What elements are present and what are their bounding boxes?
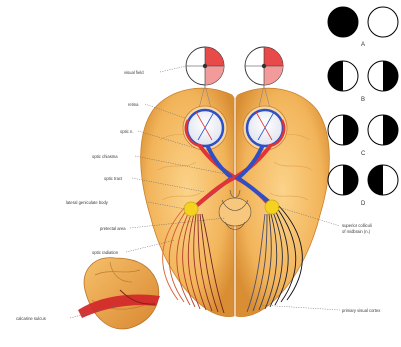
label-superior-colliculus-1: superior colliculi xyxy=(342,223,372,228)
panel-letter-d: D xyxy=(361,201,366,207)
left-eye xyxy=(183,106,227,150)
panel-letter-a: A xyxy=(361,42,365,48)
occipital-lobe-inset xyxy=(78,258,160,329)
right-eye xyxy=(243,106,287,150)
label-optic-tract: optic tract xyxy=(104,176,123,181)
panel-b: B xyxy=(328,61,398,103)
label-optic-n: optic n. xyxy=(120,129,134,134)
left-visual-field xyxy=(186,47,224,85)
label-optic-radiation: optic radiation xyxy=(92,250,119,255)
panel-c: C xyxy=(328,115,398,157)
label-primary-visual-cortex: primary visual cortex xyxy=(342,308,381,313)
label-superior-colliculus-2: of midbrain (n.) xyxy=(342,229,371,234)
panel-d: D xyxy=(328,165,398,207)
label-pretectal-area: pretectal area xyxy=(100,226,126,231)
panel-a: A xyxy=(328,7,398,48)
defect-panels: A B C D xyxy=(328,7,398,207)
right-lateral-geniculate xyxy=(265,200,279,214)
panel-letter-c: C xyxy=(361,151,366,157)
label-optic-chiasma: optic chiasma xyxy=(92,154,118,159)
label-lateral-geniculate: lateral geniculate body xyxy=(66,200,109,205)
left-lateral-geniculate xyxy=(184,202,198,216)
right-visual-field xyxy=(245,47,283,85)
panel-letter-b: B xyxy=(361,97,365,103)
label-calcarine-sulcus: calcarine sulcus xyxy=(16,316,46,321)
label-retina: retina xyxy=(128,102,139,107)
label-visual-field: visual field xyxy=(124,70,144,75)
